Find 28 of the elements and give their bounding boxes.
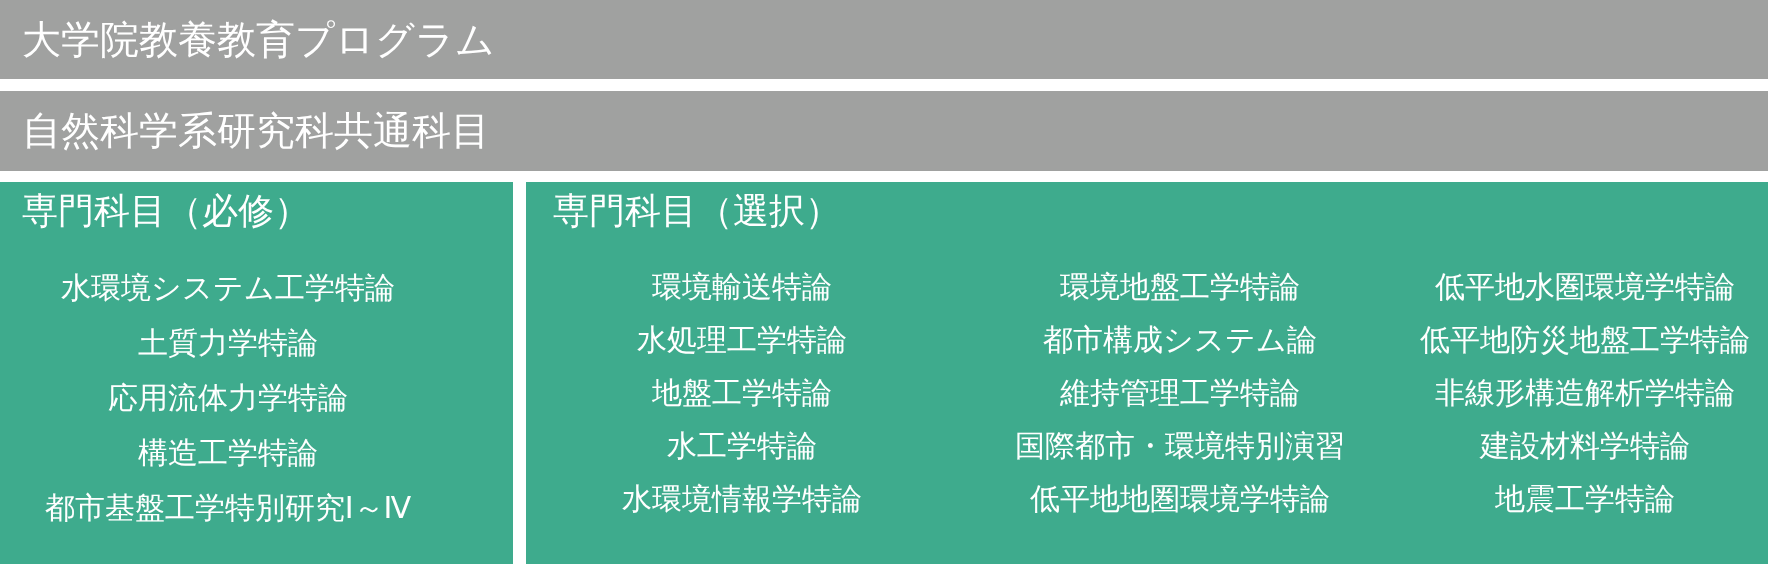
course-name: 環境地盤工学特論 [1060,268,1300,305]
program-band [0,0,1768,79]
course-name: 構造工学特論 [138,434,318,471]
panel-heading: 専門科目（選択） [553,190,841,232]
course-panel [0,182,513,564]
program-band [0,91,1768,171]
course-name: 水環境システム工学特論 [61,269,395,306]
course-name: 都市基盤工学特別研究Ⅰ～Ⅳ [44,489,412,526]
course-name: 水処理工学特論 [637,321,847,358]
course-name: 土質力学特論 [138,324,318,361]
course-name: 低平地防災地盤工学特論 [1420,321,1750,358]
course-name: 都市構成システム論 [1043,321,1317,358]
course-name: 地震工学特論 [1495,480,1675,517]
panel-heading: 専門科目（必修） [22,190,310,232]
course-name: 国際都市・環境特別演習 [1015,427,1345,464]
course-name: 非線形構造解析学特論 [1435,374,1735,411]
band-title: 大学院教養教育プログラム [22,16,495,63]
course-name: 建設材料学特論 [1480,427,1690,464]
course-name: 応用流体力学特論 [108,379,348,416]
course-name: 地盤工学特論 [652,374,832,411]
course-name: 環境輸送特論 [652,268,832,305]
course-name: 維持管理工学特論 [1060,374,1300,411]
course-name: 水工学特論 [667,427,817,464]
course-name: 低平地水圏環境学特論 [1435,268,1735,305]
band-title: 自然科学系研究科共通科目 [22,108,490,154]
course-name: 低平地地圏環境学特論 [1030,480,1330,517]
course-panel [526,182,1768,564]
course-name: 水環境情報学特論 [622,480,862,517]
